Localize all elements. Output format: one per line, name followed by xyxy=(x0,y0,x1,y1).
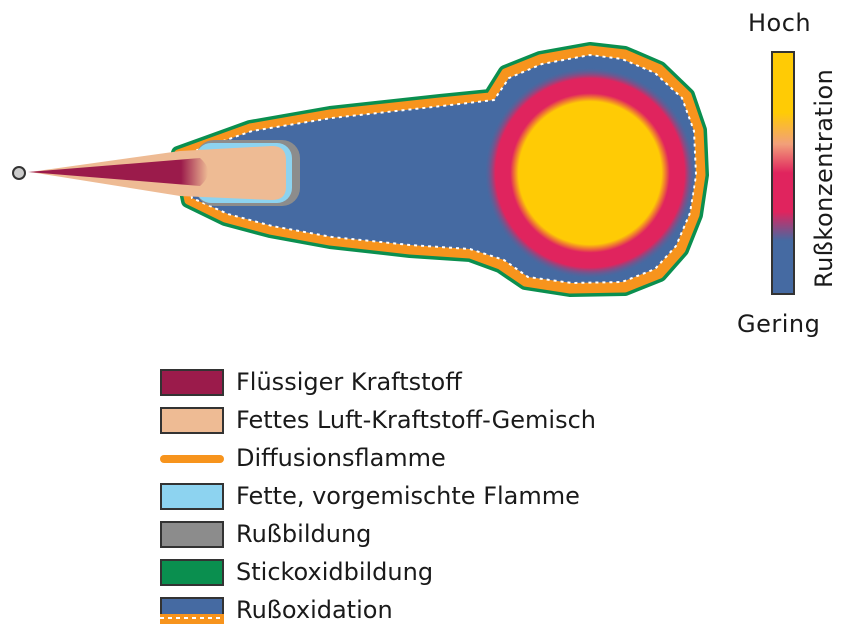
legend-swatch xyxy=(160,559,224,586)
legend-swatch xyxy=(160,597,224,624)
legend-item-liquid-fuel: Flüssiger Kraftstoff xyxy=(160,363,596,401)
legend-item-premixed-flame: Fette, vorgemischte Flamme xyxy=(160,477,596,515)
legend-label: Rußoxidation xyxy=(236,596,393,624)
legend: Flüssiger Kraftstoff Fettes Luft-Kraftst… xyxy=(160,363,596,629)
legend-label: Rußbildung xyxy=(236,520,371,548)
diesel-spray-flame-diagram xyxy=(0,0,843,360)
legend-item-rich-mixture: Fettes Luft-Kraftstoff-Gemisch xyxy=(160,401,596,439)
scale-high-label: Hoch xyxy=(748,9,811,37)
legend-item-diffusion-flame: Diffusionsflamme xyxy=(160,439,596,477)
legend-swatch xyxy=(160,483,224,510)
legend-item-soot-formation: Rußbildung xyxy=(160,515,596,553)
legend-swatch xyxy=(160,369,224,396)
legend-label: Flüssiger Kraftstoff xyxy=(236,368,462,396)
scale-axis-label: Rußkonzentration xyxy=(810,69,838,288)
soot-concentration-core xyxy=(485,68,695,278)
injector-nozzle xyxy=(13,167,25,179)
legend-item-nox-formation: Stickoxidbildung xyxy=(160,553,596,591)
soot-concentration-scale-bar xyxy=(772,52,794,294)
legend-label: Fettes Luft-Kraftstoff-Gemisch xyxy=(236,406,596,434)
legend-swatch xyxy=(160,521,224,548)
legend-swatch xyxy=(160,455,224,463)
legend-item-soot-oxidation: Rußoxidation xyxy=(160,591,596,629)
legend-label: Stickoxidbildung xyxy=(236,558,433,586)
legend-label: Diffusionsflamme xyxy=(236,444,446,472)
scale-low-label: Gering xyxy=(737,310,820,338)
legend-swatch xyxy=(160,407,224,434)
legend-label: Fette, vorgemischte Flamme xyxy=(236,482,580,510)
